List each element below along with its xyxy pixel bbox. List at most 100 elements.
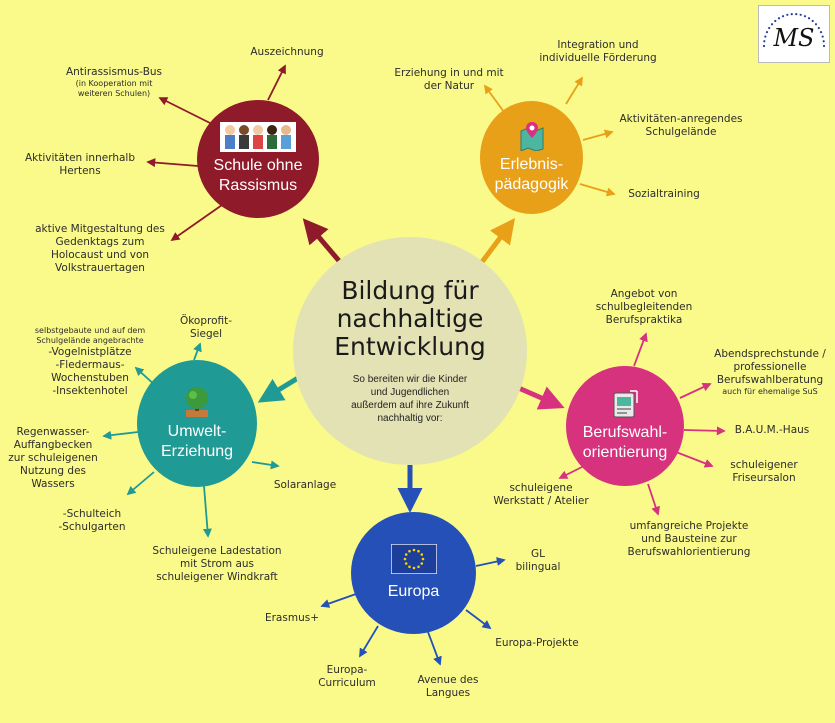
label-friseursalon: schuleigener Friseursalon xyxy=(722,459,806,485)
eu-star xyxy=(403,558,406,561)
eu-star xyxy=(421,558,424,561)
arrow-schule-aktiv xyxy=(148,162,198,166)
label-avenue-des-langues: Avenue des Langues xyxy=(412,674,484,700)
logo-star xyxy=(782,15,784,17)
arrow-erlebnis-sozial xyxy=(580,184,614,194)
arrow-center-erlebnis xyxy=(482,222,512,262)
label-berufspraktika: Angebot von schulbegleitenden Berufsprak… xyxy=(589,288,699,327)
logo-star xyxy=(818,27,820,29)
logo-star xyxy=(763,40,765,42)
logo-star xyxy=(820,31,822,33)
document-board-icon xyxy=(610,389,640,419)
logo-star xyxy=(763,45,765,47)
label-sozialtraining: Sozialtraining xyxy=(621,188,707,201)
label-natur: Erziehung in und mit der Natur xyxy=(394,67,504,93)
arrow-umwelt-solar xyxy=(252,462,278,466)
arrow-center-schule xyxy=(306,222,340,262)
label-nistplaetze: selbstgebaute und auf dem Schulgelände a… xyxy=(10,326,170,398)
label-abendsprechstunde: Abendsprechstunde / professionelle Beruf… xyxy=(708,348,832,397)
node-berufswahlorientierung: Berufswahl- orientierung xyxy=(566,366,684,486)
school-logo: MS xyxy=(758,5,830,63)
label-schulgelaende: Aktivitäten-anregendes Schulgelände xyxy=(614,113,748,139)
arrow-erlebnis-integration xyxy=(566,78,582,104)
umwelt-label-line2: Erziehung xyxy=(161,442,233,462)
arrow-center-umwelt xyxy=(262,378,298,400)
eu-star xyxy=(412,549,415,552)
beruf-label-line1: Berufswahl- xyxy=(583,423,667,443)
schule-label-line2: Rassismus xyxy=(219,176,297,196)
children-group-icon xyxy=(220,122,296,152)
label-projekte-bausteine: umfangreiche Projekte und Bausteine zur … xyxy=(614,520,764,559)
eu-star xyxy=(417,550,420,553)
map-pin-icon xyxy=(519,121,545,151)
logo-star xyxy=(823,45,825,47)
center-title: Bildung für nachhaltige Entwicklung xyxy=(334,277,486,361)
eu-star xyxy=(404,562,407,565)
eu-star xyxy=(420,553,423,556)
node-europa: Europa xyxy=(351,512,476,634)
arrow-schule-auszeichnung xyxy=(268,66,285,100)
logo-star xyxy=(808,17,810,19)
label-werkstatt: schuleigene Werkstatt / Atelier xyxy=(484,482,598,508)
arrow-europa-projekte xyxy=(466,610,490,628)
logo-star xyxy=(804,15,806,17)
label-erasmus: Erasmus+ xyxy=(262,612,322,625)
label-solaranlage: Solaranlage xyxy=(268,479,342,492)
eu-star xyxy=(408,565,411,568)
logo-star xyxy=(795,13,797,15)
label-europa-projekte: Europa-Projekte xyxy=(489,637,585,650)
arrow-europa-avenue xyxy=(428,632,440,664)
logo-star xyxy=(778,17,780,19)
eu-star xyxy=(404,553,407,556)
arrow-europa-erasmus xyxy=(322,594,356,606)
arrow-europa-curriculum xyxy=(360,626,378,656)
logo-star xyxy=(786,14,788,16)
eu-star xyxy=(412,567,415,570)
label-gedenktag: aktive Mitgestaltung des Gedenktags zum … xyxy=(30,223,170,275)
label-europa-curriculum: Europa- Curriculum xyxy=(312,664,382,690)
arrow-schule-bus xyxy=(160,98,212,124)
arrow-umwelt-teich xyxy=(128,472,154,494)
svg-text:MS: MS xyxy=(772,24,814,52)
arrow-schule-gedenk xyxy=(172,205,222,240)
label-oekoprofit: Ökoprofit- Siegel xyxy=(176,315,236,341)
label-integration: Integration und individuelle Förderung xyxy=(533,39,663,65)
europa-label: Europa xyxy=(388,582,440,602)
arrow-erlebnis-gelaende xyxy=(583,132,612,140)
logo-star xyxy=(812,20,814,22)
logo-star xyxy=(800,14,802,16)
label-aktivitaeten-hertens: Aktivitäten innerhalb Hertens xyxy=(18,152,142,178)
logo-star xyxy=(766,31,768,33)
schule-label-line1: Schule ohne xyxy=(214,156,303,176)
logo-graphic: MS xyxy=(759,6,829,62)
node-schule-ohne-rassismus: Schule ohne Rassismus xyxy=(197,100,319,218)
erlebnis-label-line1: Erlebnis- xyxy=(500,155,563,175)
arrow-beruf-friseur xyxy=(676,452,712,466)
arrow-beruf-praktika xyxy=(634,334,646,366)
eu-flag-icon xyxy=(391,544,437,574)
arrow-beruf-werkstatt xyxy=(560,466,584,478)
arrow-center-beruf xyxy=(514,386,560,406)
arrow-umwelt-lade xyxy=(204,486,208,536)
arrow-umwelt-regen xyxy=(104,432,138,436)
arrow-europa-gl xyxy=(476,560,504,566)
label-regenwasser: Regenwasser- Auffangbecken zur schuleige… xyxy=(6,426,100,491)
label-gl-bilingual: GL bilingual xyxy=(510,548,566,574)
tree-icon xyxy=(183,386,211,418)
eu-star xyxy=(420,562,423,565)
beruf-label-line2: orientierung xyxy=(583,443,668,463)
erlebnis-label-line2: pädagogik xyxy=(495,175,569,195)
logo-star xyxy=(774,20,776,22)
logo-star xyxy=(822,35,824,37)
logo-star xyxy=(823,40,825,42)
label-auszeichnung: Auszeichnung xyxy=(244,46,330,59)
node-erlebnispaedagogik: Erlebnis- pädagogik xyxy=(480,101,583,214)
center-subtitle: So bereiten wir die Kinder und Jugendlic… xyxy=(351,373,469,425)
umwelt-label-line1: Umwelt- xyxy=(168,422,227,442)
logo-star xyxy=(764,35,766,37)
label-baum-haus: B.A.U.M.-Haus xyxy=(730,424,814,437)
label-schulteich: -Schulteich -Schulgarten xyxy=(50,508,134,534)
arrow-beruf-projekte xyxy=(648,484,658,514)
logo-star xyxy=(815,23,817,25)
